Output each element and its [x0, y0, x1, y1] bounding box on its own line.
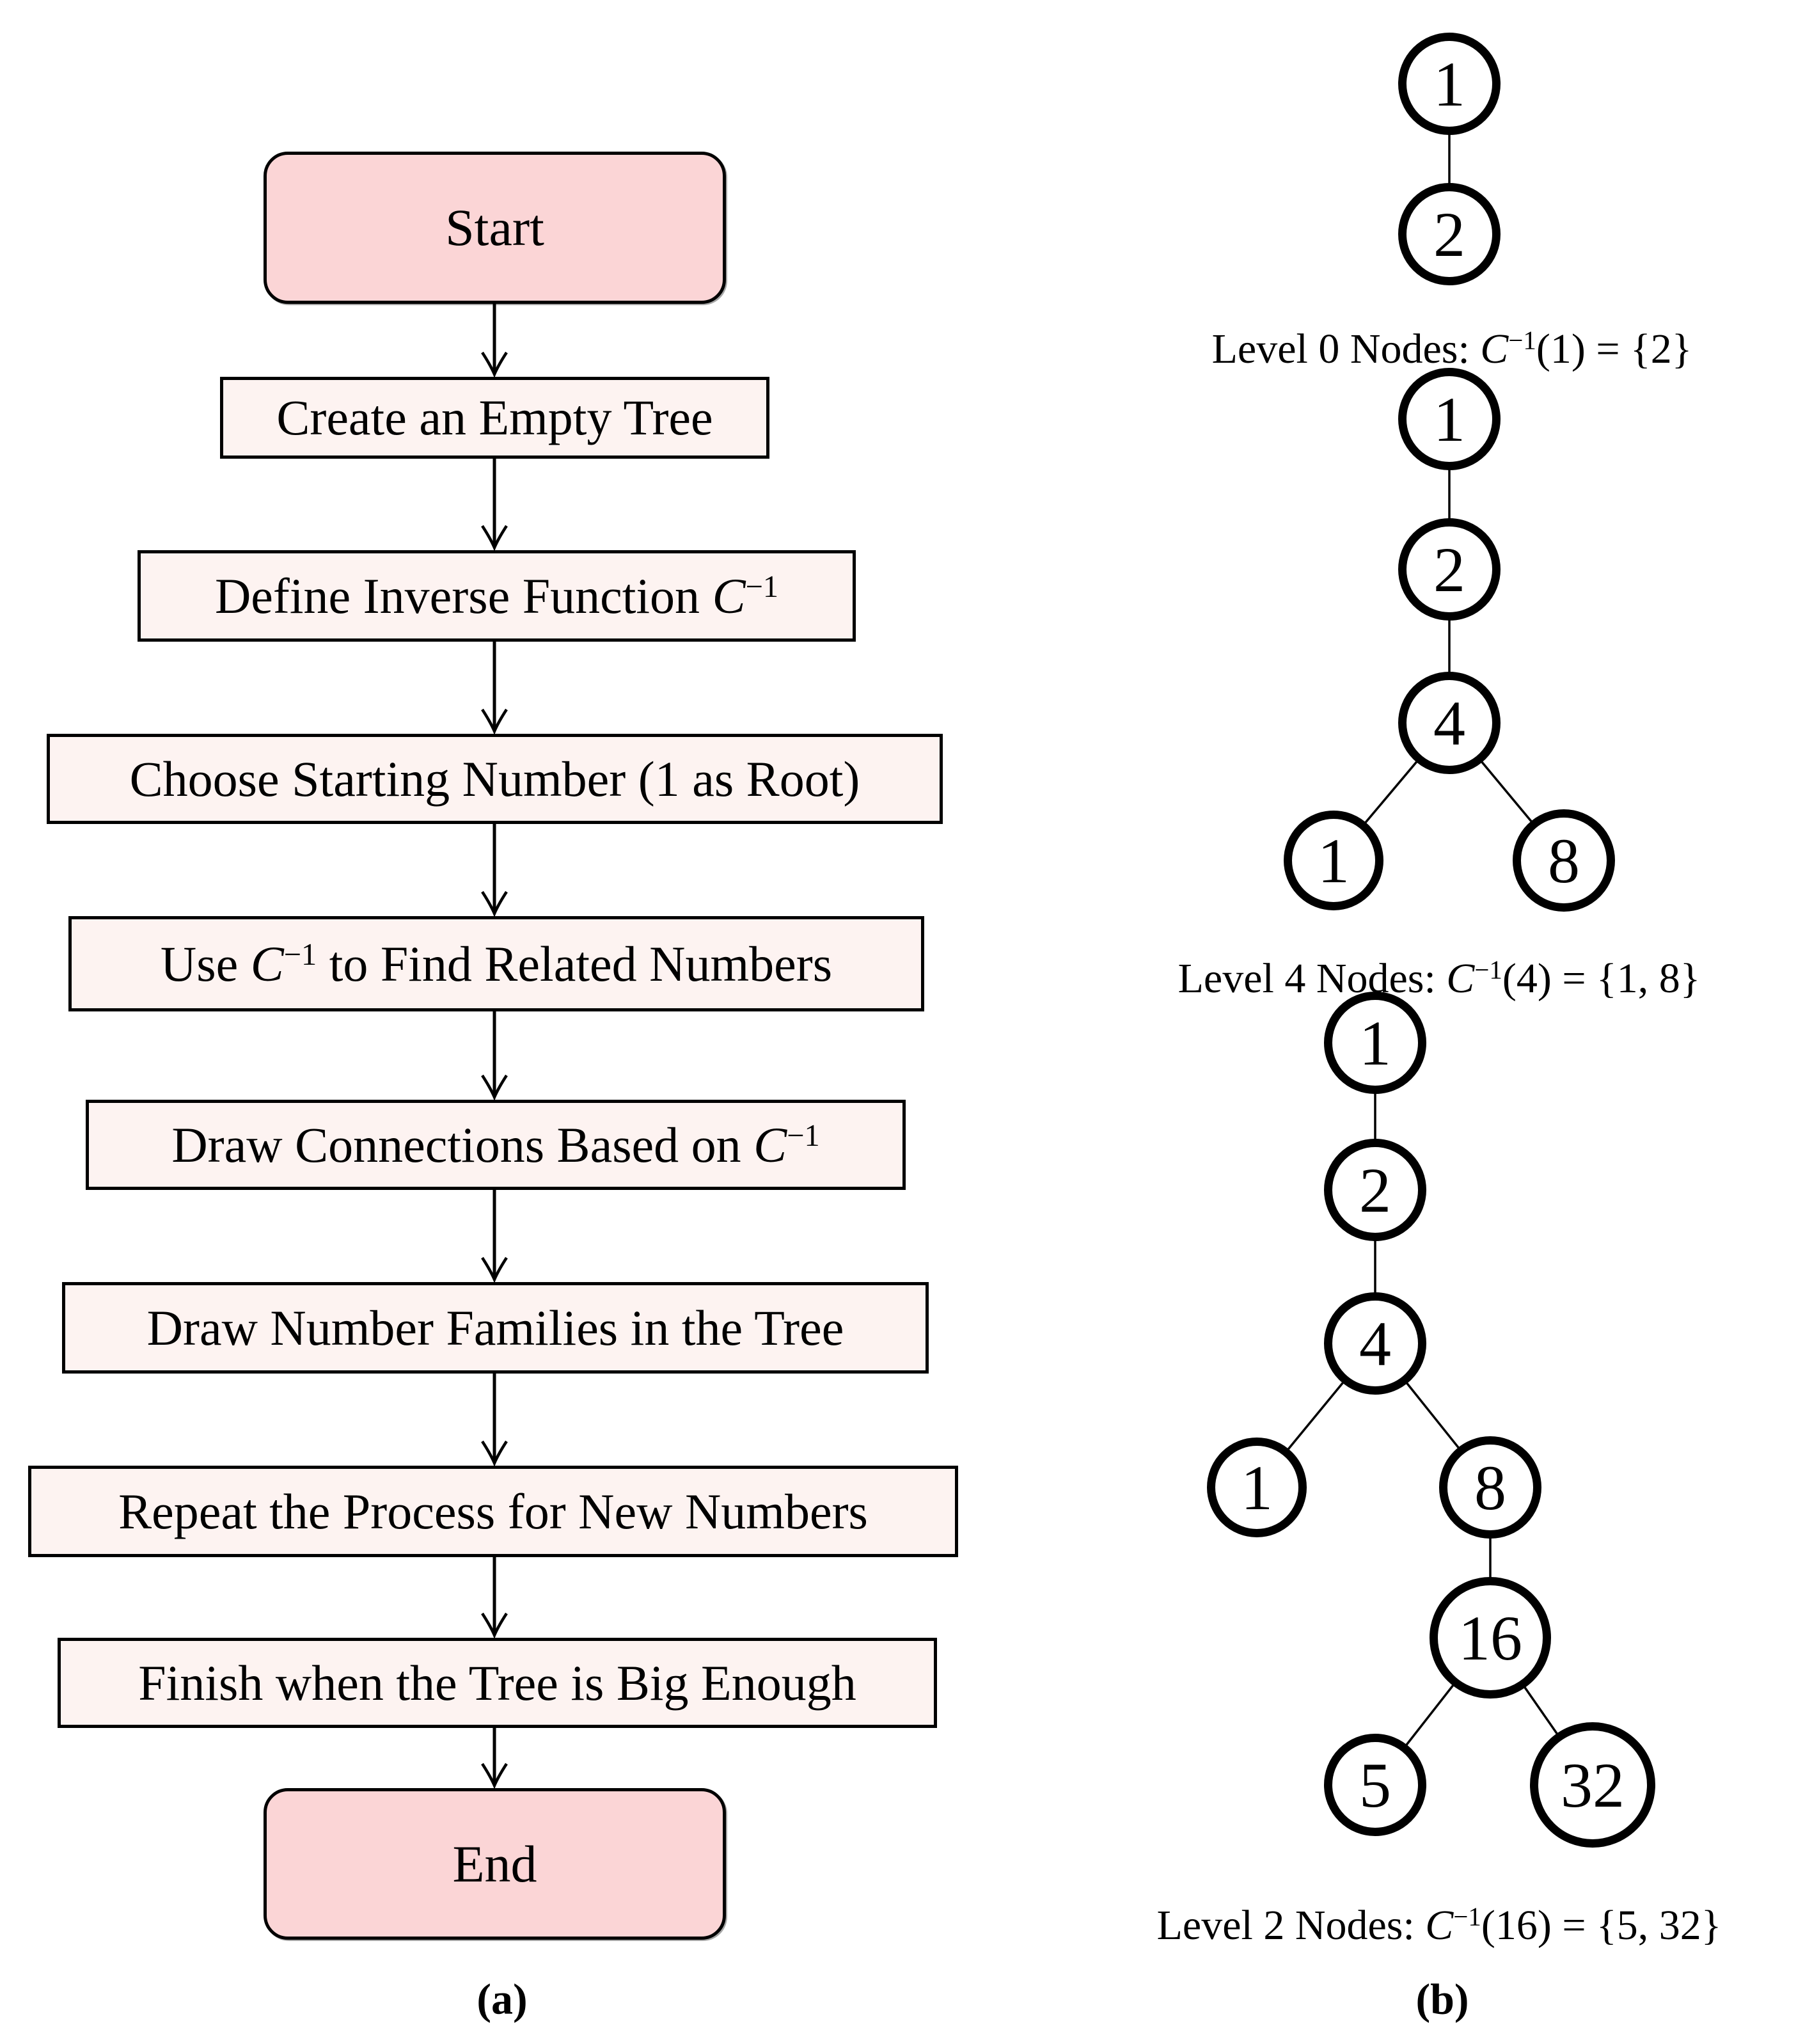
flow-step-repeat-process: Repeat the Process for New Numbers [28, 1466, 958, 1557]
step-text: Choose Starting Number (1 as Root) [130, 750, 860, 808]
caption-pre: Level 0 Nodes: [1211, 326, 1481, 372]
tree-node-label: 2 [1433, 534, 1465, 605]
start-label: Start [445, 198, 544, 257]
flow-step-define-inverse-function: Define Inverse Function C−1 [138, 550, 856, 642]
tree-node-label: 5 [1359, 1749, 1391, 1821]
step-text: Define Inverse Function C−1 [215, 567, 778, 625]
caption-pre: Level 4 Nodes: [1178, 955, 1447, 1002]
step-text-pre: Draw Number Families in the Tree [146, 1299, 844, 1356]
tree2-node-2: 2 [1398, 518, 1501, 621]
tree1-node-2: 2 [1398, 183, 1501, 285]
step-text: Finish when the Tree is Big Enough [138, 1654, 856, 1712]
math-sup: −1 [283, 937, 317, 972]
step-text-pre: Finish when the Tree is Big Enough [138, 1654, 856, 1711]
step-text-pre: Draw Connections Based on [171, 1116, 754, 1173]
tree-node-label: 8 [1548, 825, 1580, 896]
step-text-pre: Use [160, 935, 251, 992]
tree-node-label: 1 [1241, 1452, 1273, 1523]
math-c: C [712, 567, 746, 624]
step-text: Draw Number Families in the Tree [147, 1299, 844, 1357]
step-text: Draw Connections Based on C−1 [171, 1116, 819, 1174]
tree-node-label: 8 [1474, 1452, 1506, 1523]
flow-step-choose-starting-number: Choose Starting Number (1 as Root) [47, 734, 943, 824]
flow-step-use-inverse-to-find: Use C−1 to Find Related Numbers [68, 916, 924, 1011]
tree-node-label: 2 [1359, 1154, 1391, 1226]
tree2-node-child-8: 8 [1513, 809, 1615, 912]
tree-node-label: 1 [1433, 48, 1465, 120]
tree3-node-1: 1 [1324, 992, 1426, 1094]
caption-post: (1) = {2} [1536, 326, 1692, 372]
tree-node-label: 1 [1318, 825, 1350, 896]
step-text-post: to Find Related Numbers [317, 935, 833, 992]
tree3-node-child-5: 5 [1324, 1734, 1426, 1836]
math-sup: −1 [1453, 1902, 1481, 1931]
panel-a-label: (a) [477, 1974, 528, 2024]
step-text: Use C−1 to Find Related Numbers [161, 935, 832, 993]
tree-node-label: 1 [1433, 383, 1465, 455]
tree3-node-child-8: 8 [1439, 1436, 1541, 1539]
tree-node-label: 32 [1561, 1749, 1625, 1821]
tree-node-label: 4 [1359, 1308, 1391, 1379]
tree3-node-child-32: 32 [1530, 1722, 1655, 1848]
tree1-caption: Level 0 Nodes: C−1(1) = {2} [1212, 325, 1692, 374]
step-text-pre: Define Inverse Function [214, 567, 713, 624]
flow-terminal-start: Start [264, 152, 726, 304]
step-text-pre: Create an Empty Tree [276, 390, 713, 445]
tree3-caption: Level 2 Nodes: C−1(16) = {5, 32} [1157, 1901, 1722, 1950]
tree2-node-child-1: 1 [1284, 811, 1383, 910]
tree3-node-16: 16 [1430, 1577, 1551, 1699]
end-label: End [452, 1834, 537, 1893]
caption-post: (16) = {5, 32} [1481, 1902, 1722, 1949]
math-sup: −1 [1508, 326, 1536, 355]
math-sup: −1 [1474, 955, 1502, 985]
tree-node-label: 1 [1359, 1007, 1391, 1079]
tree-node-label: 4 [1433, 687, 1465, 759]
math-c: C [1480, 326, 1509, 372]
panel-b-label: (b) [1415, 1974, 1469, 2024]
math-c: C [1425, 1902, 1454, 1949]
math-sup: −1 [787, 1118, 820, 1153]
math-c: C [753, 1116, 787, 1173]
tree2-caption: Level 4 Nodes: C−1(4) = {1, 8} [1178, 955, 1701, 1003]
tree3-node-2: 2 [1324, 1139, 1426, 1241]
flow-step-create-empty-tree: Create an Empty Tree [220, 377, 769, 459]
tree3-node-4: 4 [1324, 1292, 1426, 1395]
tree2-node-1: 1 [1398, 368, 1501, 470]
step-text-pre: Choose Starting Number (1 as Root) [129, 750, 860, 807]
tree2-node-4: 4 [1398, 672, 1501, 774]
tree-node-label: 2 [1433, 198, 1465, 270]
tree-node-label: 16 [1458, 1602, 1522, 1674]
tree1-node-1: 1 [1398, 33, 1501, 135]
tree3-node-child-1: 1 [1207, 1438, 1307, 1537]
math-sup: −1 [745, 569, 779, 604]
math-c: C [1446, 955, 1475, 1002]
flow-step-draw-connections: Draw Connections Based on C−1 [86, 1100, 906, 1190]
step-text: Repeat the Process for New Numbers [118, 1483, 868, 1541]
step-text-pre: Repeat the Process for New Numbers [118, 1483, 868, 1539]
flow-terminal-end: End [264, 1788, 726, 1940]
caption-pre: Level 2 Nodes: [1156, 1902, 1426, 1949]
caption-post: (4) = {1, 8} [1502, 955, 1701, 1002]
step-text: Create an Empty Tree [276, 389, 713, 447]
math-c: C [250, 935, 284, 992]
flow-step-finish-when-big-enough: Finish when the Tree is Big Enough [58, 1638, 937, 1728]
flow-step-draw-number-families: Draw Number Families in the Tree [62, 1282, 929, 1374]
